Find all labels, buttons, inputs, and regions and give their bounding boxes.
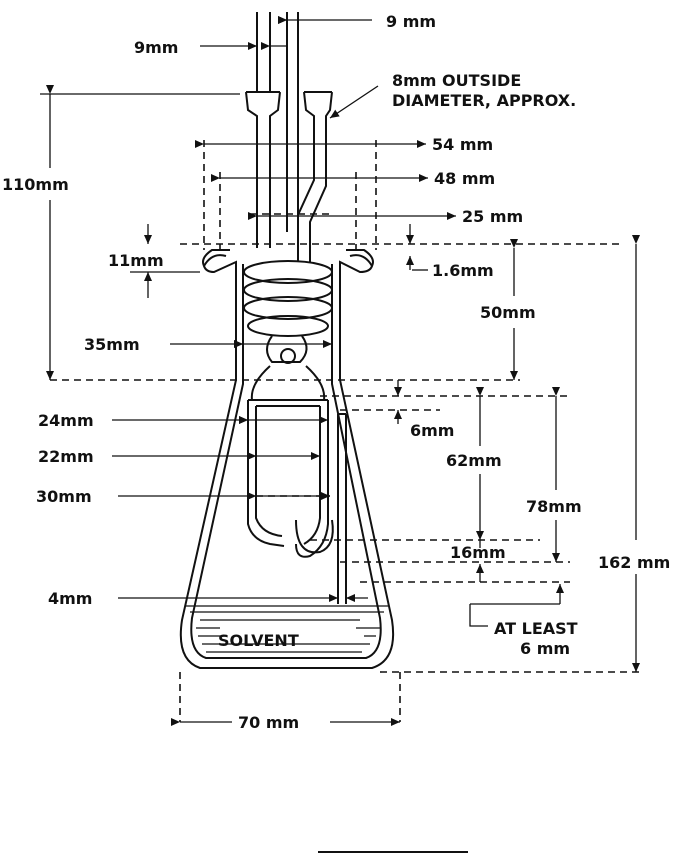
- label-162mm: 162 mm: [598, 553, 670, 572]
- label-4mm: 4mm: [48, 589, 92, 608]
- label-50mm: 50mm: [480, 303, 536, 322]
- label-30mm: 30mm: [36, 487, 92, 506]
- label-78mm: 78mm: [526, 497, 582, 516]
- solvent-label: SOLVENT: [218, 631, 299, 650]
- extraction-cup: [247, 399, 347, 604]
- label-1-6mm: 1.6mm: [432, 261, 494, 280]
- label-at-least: AT LEAST: [494, 619, 578, 638]
- label-110mm: 110mm: [2, 175, 69, 194]
- condenser-tubes: [245, 12, 333, 262]
- solvent-level: SOLVENT: [186, 605, 388, 653]
- label-16mm: 16mm: [450, 543, 506, 562]
- label-48mm: 48 mm: [434, 169, 495, 188]
- dimension-lines: [40, 16, 640, 853]
- label-11mm: 11mm: [108, 251, 164, 270]
- label-8mm-od-2: DIAMETER, APPROX.: [392, 91, 576, 110]
- label-24mm: 24mm: [38, 411, 94, 430]
- label-22mm: 22mm: [38, 447, 94, 466]
- erlenmeyer-flask: [179, 249, 394, 669]
- dimension-labels: 9 mm 9mm 8mm OUTSIDE DIAMETER, APPROX. 5…: [2, 12, 670, 732]
- label-35mm: 35mm: [84, 335, 140, 354]
- label-8mm-od: 8mm OUTSIDE: [392, 71, 521, 90]
- label-62mm: 62mm: [446, 451, 502, 470]
- label-6mm: 6mm: [410, 421, 454, 440]
- label-at-least-value: 6 mm: [520, 639, 570, 658]
- label-54mm: 54 mm: [432, 135, 493, 154]
- label-70mm: 70 mm: [238, 713, 299, 732]
- label-9mm-left: 9mm: [134, 38, 178, 57]
- label-25mm: 25 mm: [462, 207, 523, 226]
- condenser-coil: [243, 260, 333, 401]
- label-9mm-top: 9 mm: [386, 12, 436, 31]
